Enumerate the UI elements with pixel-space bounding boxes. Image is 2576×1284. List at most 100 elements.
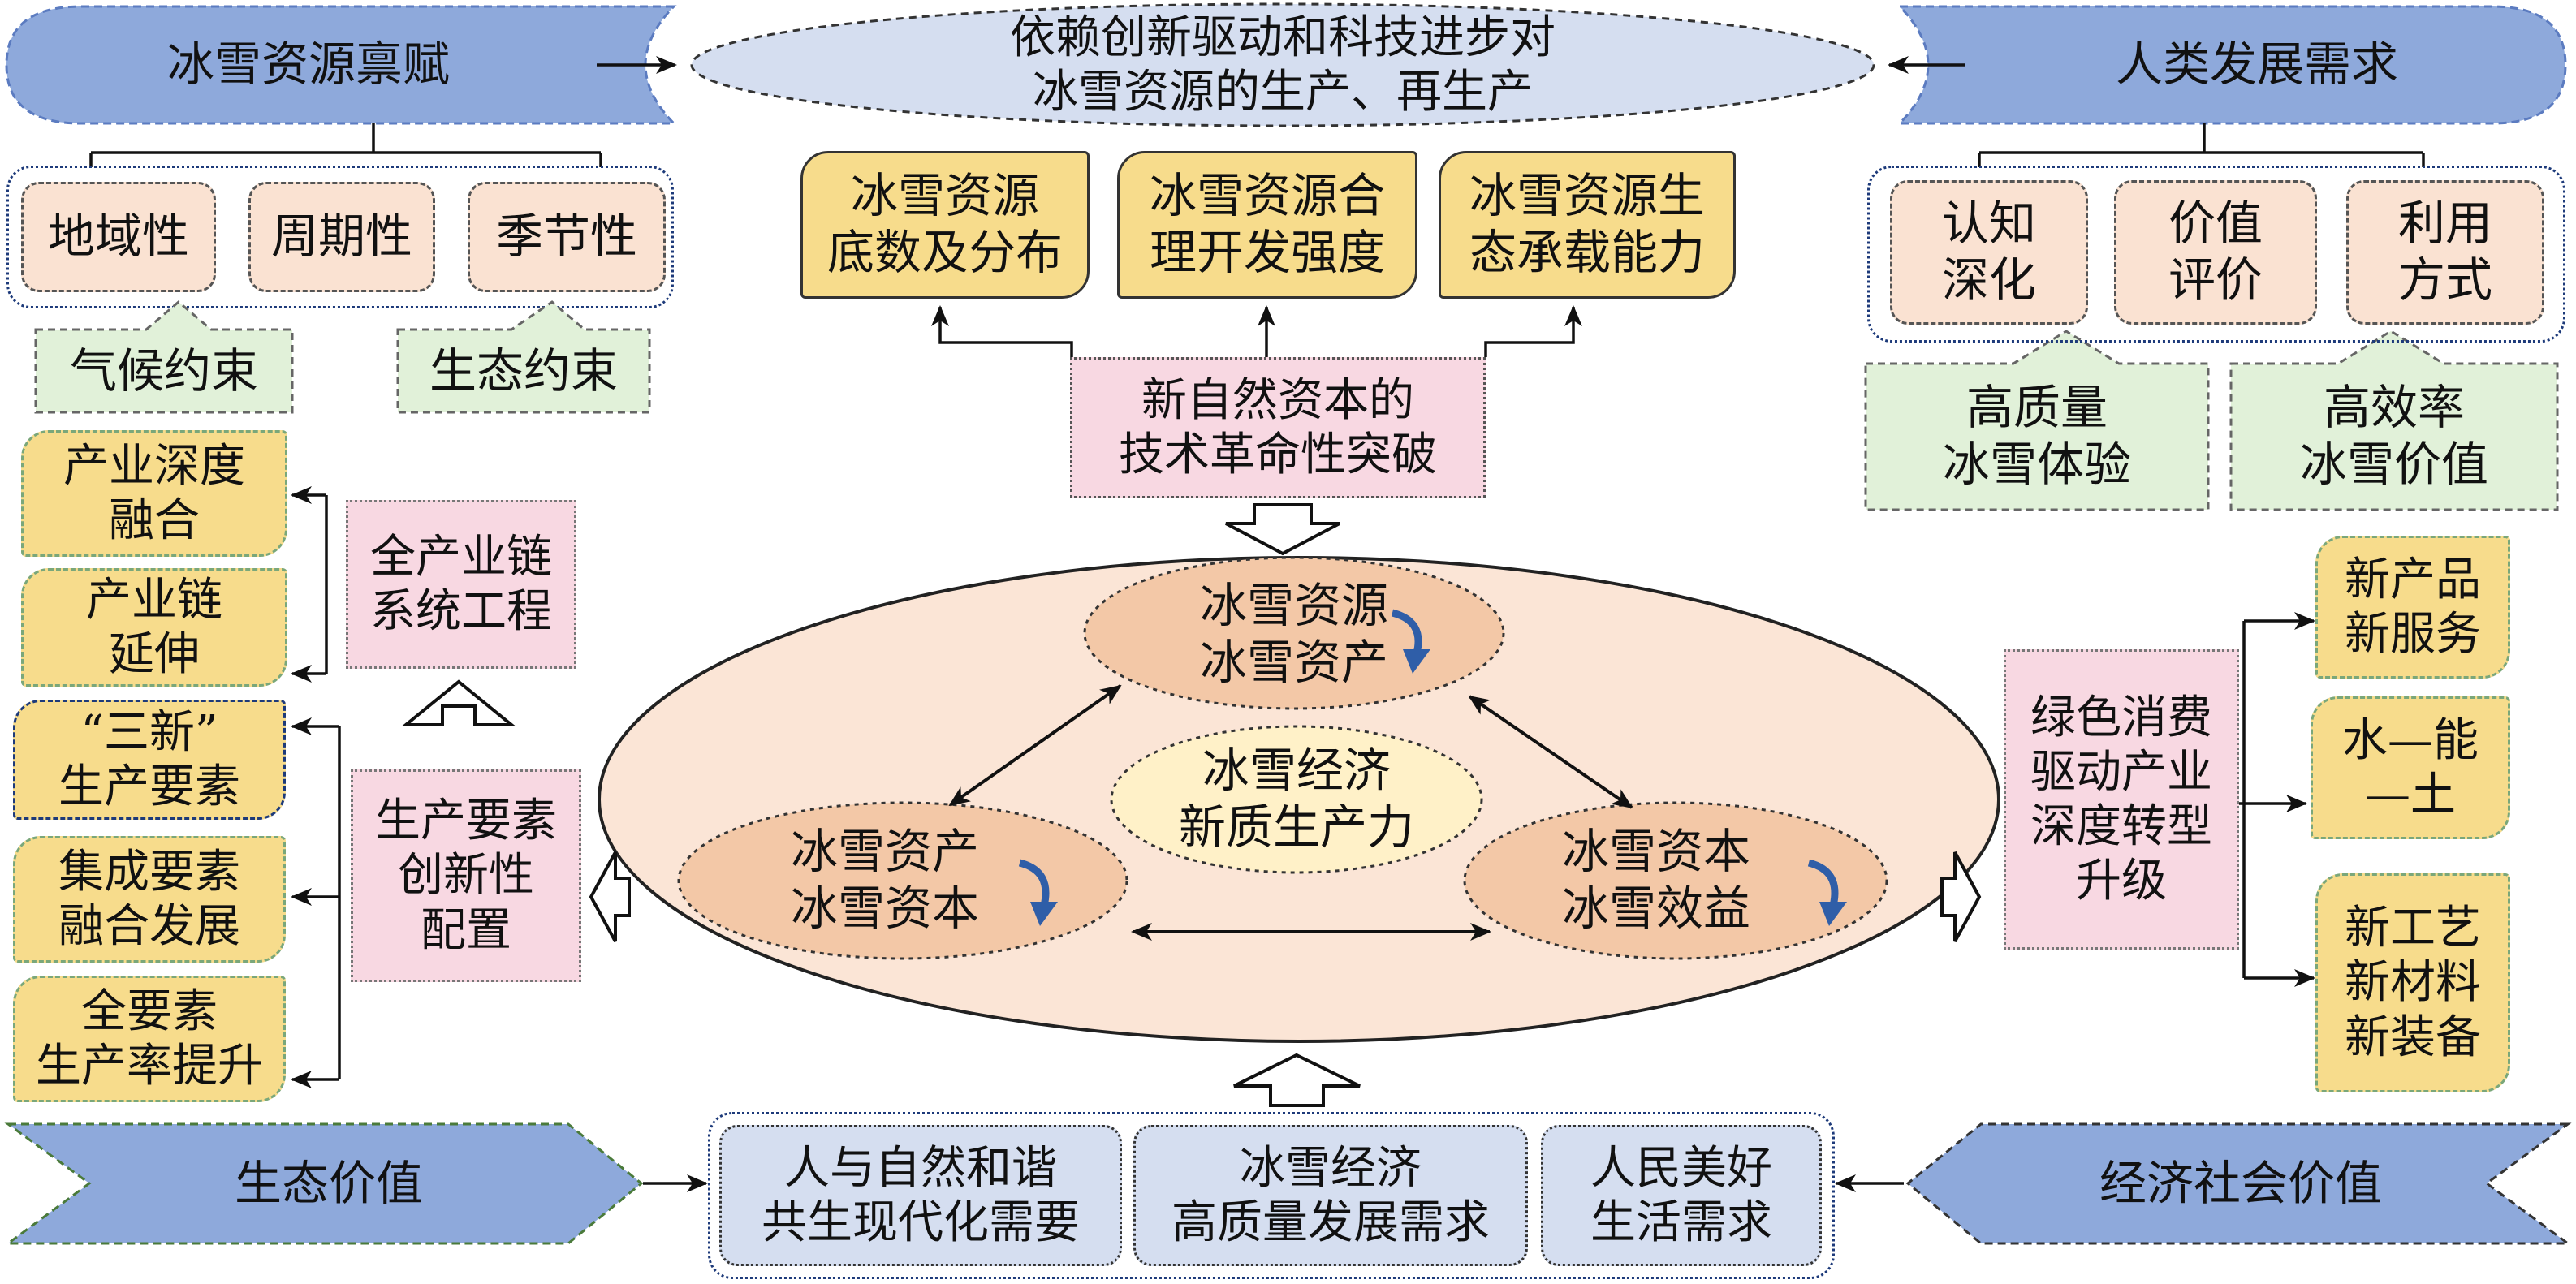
green-consumption-line2: 驱动产业	[2030, 745, 2212, 799]
cycle-center-new-productivity: 冰雪经济 新质生产力	[1137, 739, 1456, 860]
technology-breakthrough-box: 新自然资本的 技术革命性突破	[1070, 357, 1486, 498]
deep-integration-line2: 融合	[109, 494, 200, 547]
human-demand-title: 人类发展需求	[2115, 37, 2398, 93]
new-materials-line2: 新材料	[2345, 956, 2481, 1010]
cycle-arrowhead-icon	[1030, 649, 1847, 926]
cycle-center-line2: 新质生产力	[1178, 799, 1414, 855]
hollow-arrow-icon	[401, 503, 1982, 1107]
attribute-periodic: 周期性	[248, 182, 435, 292]
total-factor-productivity-box: 全要素 生产率提升	[13, 976, 286, 1102]
goal-high-quality-experience: 高质量 冰雪体验	[1866, 367, 2208, 506]
cycle-top-line2: 冰雪资产	[1199, 635, 1388, 690]
green-consumption-box: 绿色消费 驱动产业 深度转型 升级	[2004, 649, 2239, 950]
cycle-node-top-shape	[1083, 556, 1505, 710]
constraint-ecological: 生态约束	[429, 343, 618, 399]
resource-base-line2: 底数及分布	[826, 225, 1063, 280]
factor-allocation-line3: 配置	[421, 903, 511, 957]
rational-development-line2: 理开发强度	[1149, 225, 1385, 280]
attribute-evaluation: 价值 评价	[2114, 180, 2317, 325]
industry-chain-extension-box: 产业链 延伸	[21, 568, 287, 687]
reproduction-title: 依赖创新驱动和科技进步对 冰雪资源的生产、再生产	[731, 8, 1835, 122]
three-new-line2: 生产要素	[58, 760, 240, 813]
rational-development-line1: 冰雪资源合	[1149, 168, 1385, 224]
evaluation-line1: 价值	[2168, 196, 2263, 252]
green-consumption-line3: 深度转型	[2030, 800, 2212, 853]
reproduction-title-line1: 依赖创新驱动和科技进步对	[1010, 11, 1556, 64]
resource-base-line1: 冰雪资源	[850, 168, 1039, 224]
constraint-climate: 气候约束	[69, 343, 258, 399]
factor-allocation-label: 生产要素 创新性 配置	[351, 769, 581, 982]
water-energy-line2: —土	[2365, 769, 2456, 821]
bottom-needs-group	[708, 1112, 1835, 1279]
new-equipment-line3: 新装备	[2345, 1010, 2481, 1064]
evaluation-line2: 评价	[2168, 252, 2263, 308]
cognition-line2: 深化	[1941, 252, 2036, 308]
attribute-seasonal: 季节性	[468, 182, 666, 292]
ecological-capacity-box: 冰雪资源生 态承载能力	[1439, 151, 1736, 299]
better-life-line2: 生活需求	[1590, 1196, 1772, 1249]
high-quality-line2: 冰雪体验	[1942, 437, 2131, 492]
cycle-center-line1: 冰雪经济	[1202, 743, 1391, 799]
chain-extension-line1: 产业链	[86, 573, 222, 627]
high-quality-dev-line1: 冰雪经济	[1240, 1141, 1422, 1195]
green-consumption-line1: 绿色消费	[2030, 691, 2212, 744]
right-attribute-group	[1867, 166, 2565, 343]
attribute-utilization: 利用 方式	[2346, 180, 2544, 325]
goal-high-efficiency-value: 高效率 冰雪价值	[2231, 367, 2557, 506]
resource-base-distribution-box: 冰雪资源 底数及分布	[800, 151, 1090, 299]
cycle-node-capital-benefit: 冰雪资本 冰雪效益	[1494, 820, 1819, 941]
harmony-line1: 人与自然和谐	[784, 1141, 1057, 1195]
breakthrough-line2: 技术革命性突破	[1119, 429, 1437, 481]
cognition-line1: 认知	[1941, 196, 2036, 252]
harmony-modernization-box: 人与自然和谐 共生现代化需要	[719, 1125, 1122, 1266]
new-process-materials-box: 新工艺 新材料 新装备	[2315, 873, 2510, 1092]
harmony-line2: 共生现代化需要	[762, 1196, 1080, 1249]
high-quality-dev-line2: 高质量发展需求	[1171, 1196, 1490, 1249]
integrated-factors-box: 集成要素 融合发展	[13, 836, 286, 963]
new-process-line1: 新工艺	[2345, 902, 2481, 955]
socioeconomic-value-banner-shape	[1905, 1122, 2572, 1245]
cycle-node-right-shape	[1463, 801, 1888, 960]
cycle-top-line1: 冰雪资源	[1199, 578, 1388, 634]
cycle-left-line1: 冰雪资产	[790, 824, 979, 880]
cycle-arrow-icon	[1018, 609, 1839, 907]
water-energy-line1: 水—能	[2342, 713, 2479, 767]
full-chain-line2: 系统工程	[370, 585, 552, 638]
high-efficiency-line1: 高效率	[2323, 380, 2465, 436]
human-demand-banner-shape	[1896, 5, 2567, 125]
left-attribute-group	[6, 166, 674, 308]
attribute-regional: 地域性	[21, 182, 216, 292]
new-products-line2: 新服务	[2345, 608, 2481, 661]
better-life-box: 人民美好 生活需求	[1541, 1125, 1822, 1266]
cycle-node-left-shape	[677, 801, 1128, 960]
high-quality-line1: 高质量	[1965, 380, 2108, 436]
ecological-value-title: 生态价值	[234, 1156, 423, 1212]
high-quality-development-box: 冰雪经济 高质量发展需求	[1133, 1125, 1528, 1266]
factor-allocation-line1: 生产要素	[375, 795, 557, 848]
integrated-factors-line2: 融合发展	[58, 900, 240, 953]
cycle-left-line2: 冰雪资本	[790, 881, 979, 936]
full-chain-line1: 全产业链	[370, 530, 552, 584]
industry-deep-integration-box: 产业深度 融合	[21, 430, 287, 557]
three-new-line1: “三新”	[80, 705, 218, 759]
full-industry-chain-label: 全产业链 系统工程	[346, 500, 576, 669]
water-energy-land-box: 水—能 —土	[2311, 696, 2510, 839]
cycle-node-asset-capital: 冰雪资产 冰雪资本	[714, 820, 1055, 941]
three-new-factors-box: “三新” 生产要素	[13, 700, 286, 820]
cycle-right-line1: 冰雪资本	[1561, 824, 1750, 880]
reproduction-title-line2: 冰雪资源的生产、再生产	[1033, 66, 1533, 118]
new-products-services-box: 新产品 新服务	[2315, 536, 2510, 679]
cycle-links	[948, 684, 1633, 941]
utilization-line2: 方式	[2397, 252, 2492, 308]
cycle-right-line2: 冰雪效益	[1561, 881, 1750, 936]
cycle-node-resource-asset: 冰雪资源 冰雪资产	[1124, 571, 1465, 698]
ecological-capacity-line1: 冰雪资源生	[1469, 168, 1705, 224]
rational-development-box: 冰雪资源合 理开发强度	[1117, 151, 1417, 299]
green-consumption-line4: 升级	[2076, 855, 2167, 908]
new-products-line1: 新产品	[2345, 553, 2481, 606]
tfp-line2: 生产率提升	[36, 1040, 263, 1092]
deep-integration-line1: 产业深度	[63, 439, 245, 493]
breakthrough-line1: 新自然资本的	[1141, 373, 1414, 427]
resource-endowment-title: 冰雪资源禀赋	[166, 37, 450, 93]
